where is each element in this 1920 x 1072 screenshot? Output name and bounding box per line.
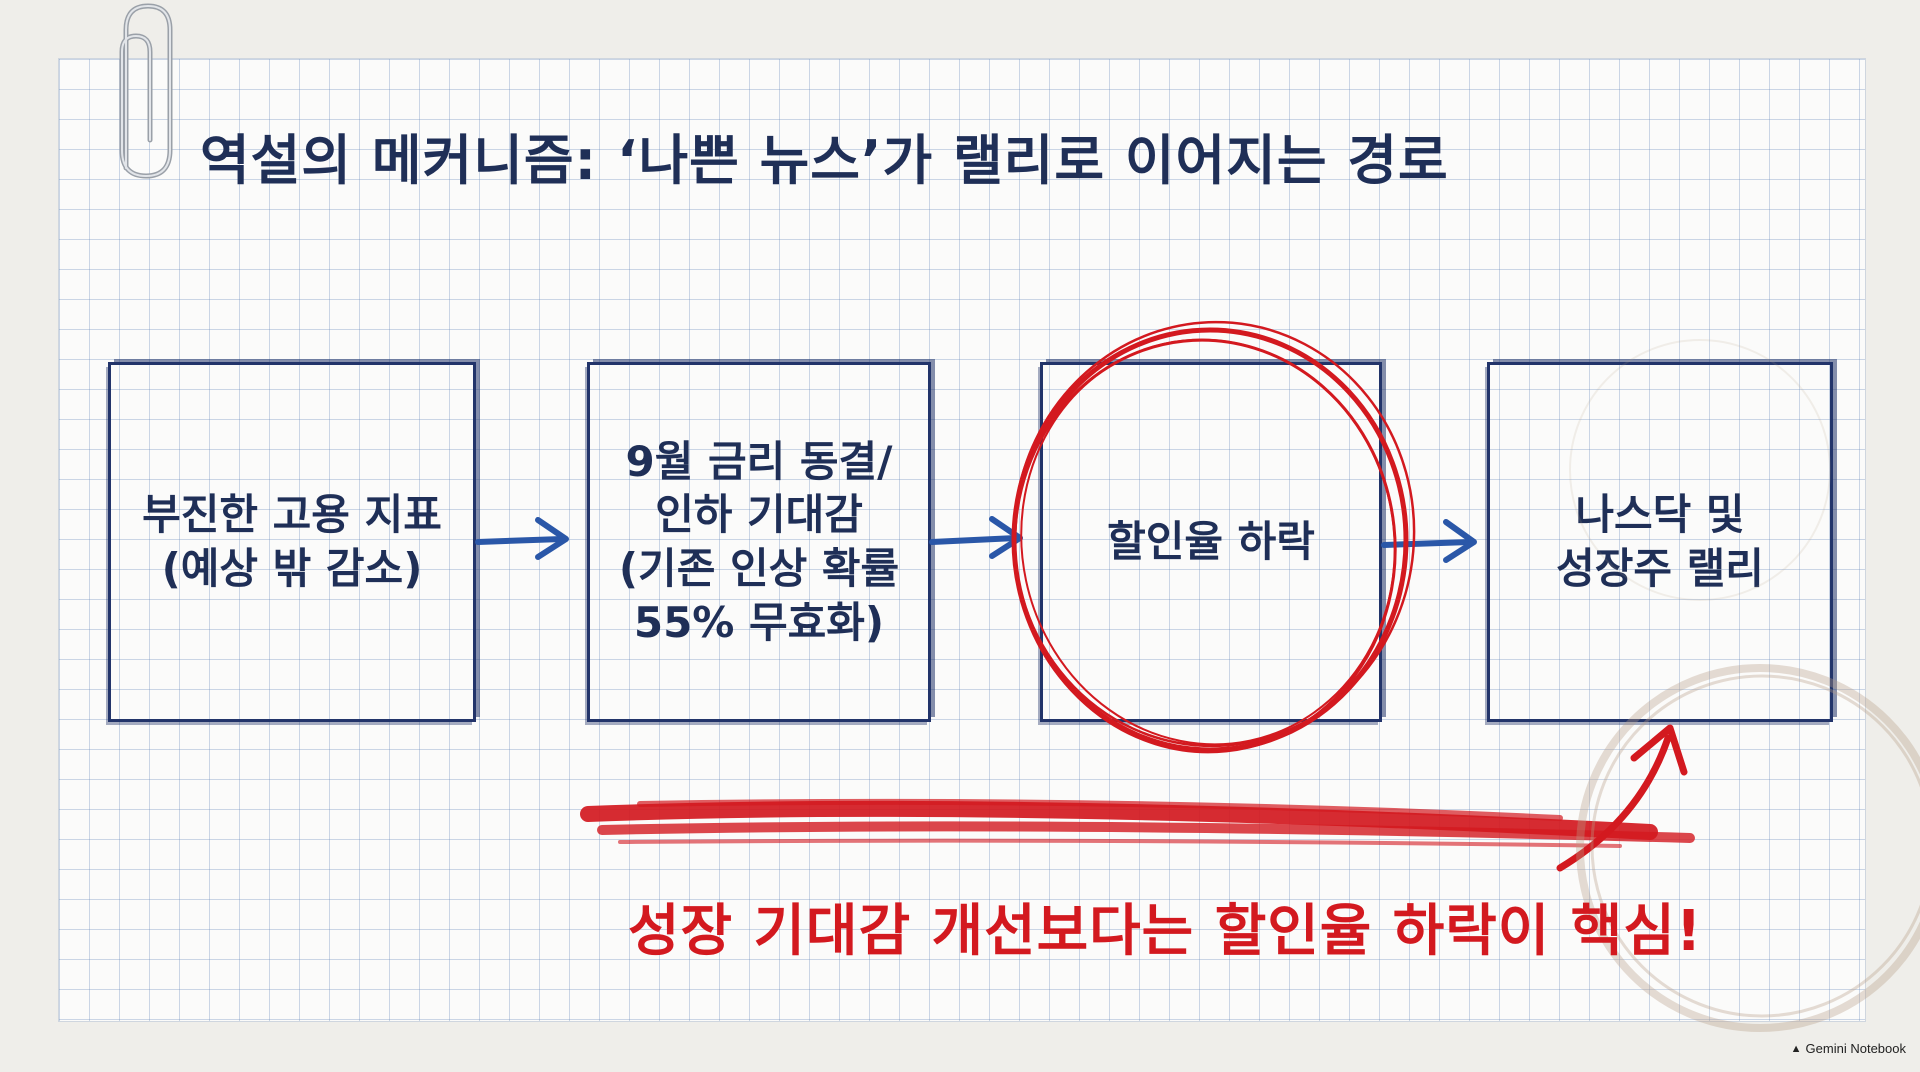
flow-arrow-2 (929, 516, 1023, 559)
flow-step-1-label: 부진한 고용 지표 (예상 밖 감소) (142, 490, 442, 593)
watermark: ▲ Gemini Notebook (1791, 1041, 1906, 1056)
flow-step-2-label: 9월 금리 동결/ 인하 기대감 (기존 인상 확률 55% 무효화) (618, 436, 900, 647)
flow-step-4: 나스닥 및 성장주 랠리 (1487, 362, 1833, 722)
page-title: 역설의 메커니즘: ‘나쁜 뉴스’가 랠리로 이어지는 경로 (200, 129, 1449, 192)
watermark-text: Gemini Notebook (1805, 1041, 1906, 1056)
flow-step-4-label: 나스닥 및 성장주 랠리 (1556, 490, 1764, 593)
flow-step-2: 9월 금리 동결/ 인하 기대감 (기존 인상 확률 55% 무효화) (587, 362, 931, 722)
flow-arrow-1 (475, 517, 569, 560)
brush-stroke (580, 798, 1695, 848)
paperclip-icon (119, 3, 173, 179)
flow-arrow-3 (1381, 519, 1477, 563)
emphasis-circle (1011, 320, 1416, 754)
curved-arrow-up (1556, 724, 1688, 872)
flow-step-3-label: 할인율 하락 (1107, 517, 1315, 567)
gemini-spark-icon: ▲ (1790, 1042, 1802, 1055)
key-takeaway: 성장 기대감 개선보다는 할인율 하락이 핵심! (628, 899, 1703, 964)
flow-step-3: 할인율 하락 (1040, 362, 1382, 722)
coffee-stain (1569, 339, 1920, 1032)
flow-step-1: 부진한 고용 지표 (예상 밖 감소) (108, 362, 476, 722)
